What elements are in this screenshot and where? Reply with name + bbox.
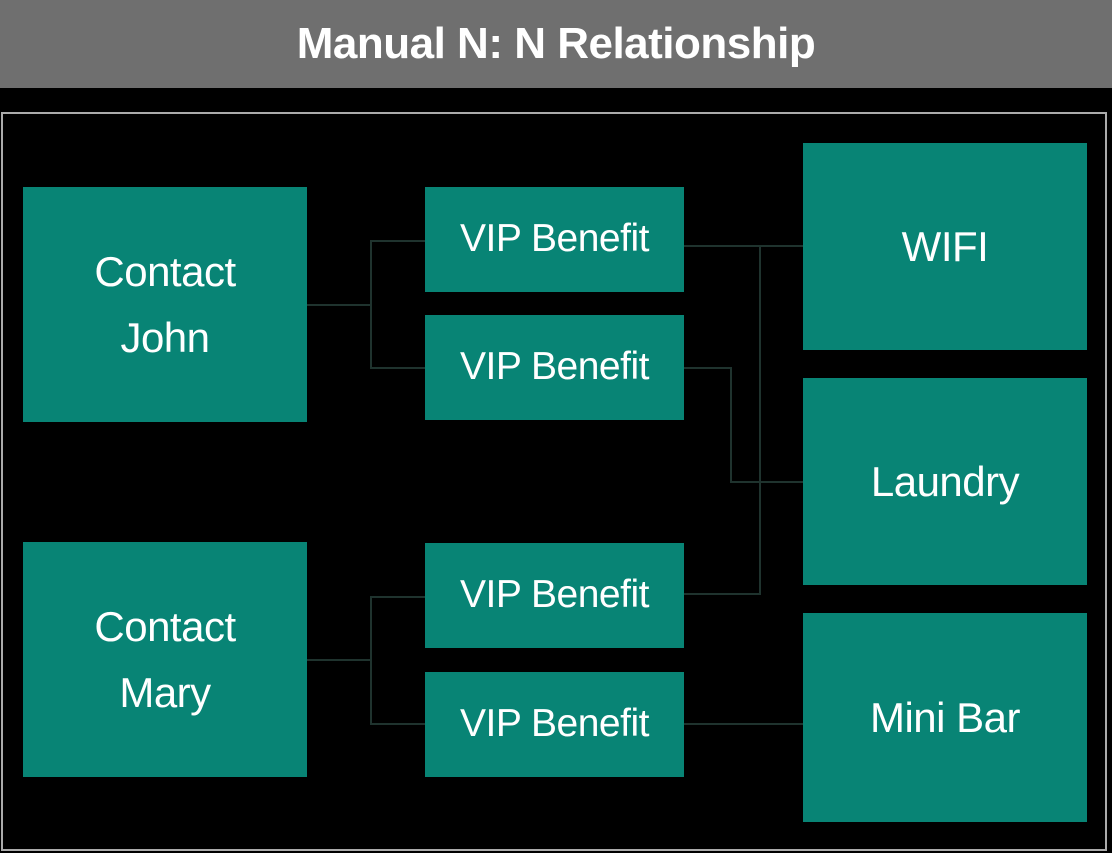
connector-john-stub <box>307 304 371 306</box>
connector-wifi-trunk <box>759 245 761 595</box>
connector-vip2-stub <box>684 367 732 369</box>
connector-vip1-wifi <box>684 245 803 247</box>
connector-mary-stub <box>307 659 371 661</box>
node-label: Mary <box>119 668 211 716</box>
node-laundry: Laundry <box>803 378 1087 585</box>
node-wifi: WIFI <box>803 143 1087 350</box>
node-label: John <box>120 313 210 361</box>
node-label: VIP Benefit <box>460 573 649 617</box>
connector-vip3-stub <box>684 593 761 595</box>
page-title: Manual N: N Relationship <box>296 19 816 68</box>
connector-john-vip1 <box>370 240 425 242</box>
node-contact-mary: Contact Mary <box>23 542 307 777</box>
connector-mary-vip4 <box>370 723 425 725</box>
node-label: Laundry <box>870 457 1020 505</box>
node-label: VIP Benefit <box>460 702 649 746</box>
connector-mary-vip3 <box>370 596 425 598</box>
node-vip-benefit-4: VIP Benefit <box>425 672 684 777</box>
node-vip-benefit-1: VIP Benefit <box>425 187 684 292</box>
title-bar: Manual N: N Relationship <box>0 0 1112 88</box>
node-contact-john: Contact John <box>23 187 307 422</box>
node-mini-bar: Mini Bar <box>803 613 1087 822</box>
node-label: Contact <box>94 603 236 651</box>
node-vip-benefit-3: VIP Benefit <box>425 543 684 648</box>
connector-john-vip2 <box>370 367 425 369</box>
connector-john-trunk <box>370 240 372 369</box>
node-label: VIP Benefit <box>460 345 649 389</box>
node-vip-benefit-2: VIP Benefit <box>425 315 684 420</box>
node-label: Mini Bar <box>869 693 1021 741</box>
node-label: WIFI <box>901 222 989 270</box>
diagram-frame <box>1 112 1107 851</box>
connector-mary-trunk <box>370 596 372 725</box>
node-label: Contact <box>94 248 236 296</box>
node-label: VIP Benefit <box>460 217 649 261</box>
connector-vip4-minibar <box>684 723 803 725</box>
connector-laundry <box>730 481 803 483</box>
connector-vip2-drop <box>730 367 732 483</box>
